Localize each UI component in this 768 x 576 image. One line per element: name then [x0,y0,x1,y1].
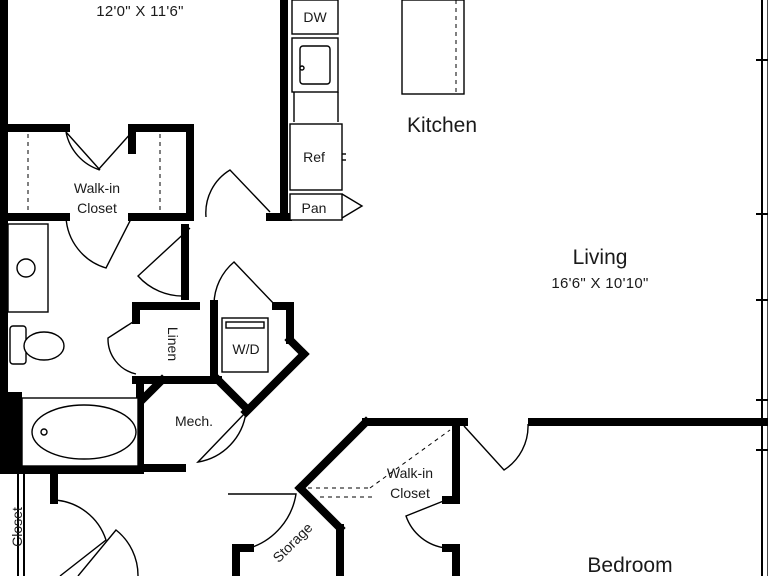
bath-fixtures [7,223,269,467]
refrigerator [289,123,343,191]
living-dim: 16'6" X 10'10" [551,275,648,292]
toilet-bowl [23,331,65,361]
bedroom-label: Bedroom [587,554,672,576]
exterior-windows [17,0,768,576]
storage-label: Storage [269,519,315,565]
mech-label: Mech. [175,413,213,429]
pan-label: Pan [302,200,327,216]
labels: 12'0" X 11'6" Kitchen Living 16'6" X 10'… [9,3,673,576]
pantry [289,193,343,221]
dw-label: DW [303,9,327,25]
living-label: Living [573,246,628,269]
walkin-closet-1-line1: Walk-in [74,180,120,196]
kitchen-fixtures [289,0,465,221]
kitchen-label: Kitchen [407,114,477,137]
walkin-closet-2-line1: Walk-in [387,465,433,481]
ref-label: Ref [303,149,325,165]
top-left-room-dim: 12'0" X 11'6" [96,3,184,20]
dishwasher [291,0,339,35]
walkin-closet-1-line2: Closet [77,200,117,216]
kitchen-island [401,0,465,95]
doors [53,131,529,576]
closet-label: Closet [9,507,25,547]
wd-label: W/D [232,341,259,357]
walkin-closet-2-line2: Closet [390,485,430,501]
closet-shelves [27,134,451,498]
linen-label: Linen [165,327,181,361]
